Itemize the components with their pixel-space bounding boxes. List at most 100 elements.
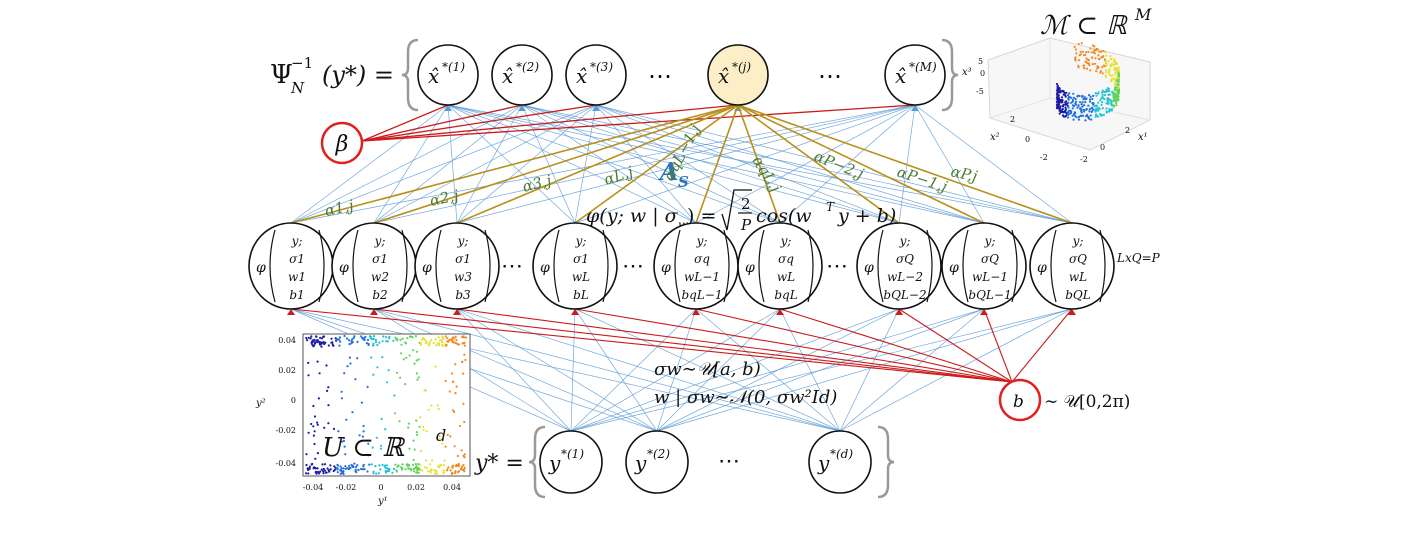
embedding-point bbox=[338, 336, 342, 339]
embedding-point bbox=[356, 464, 359, 467]
embedding-point bbox=[455, 385, 458, 388]
embedding-point bbox=[380, 444, 383, 447]
embedding-point bbox=[422, 428, 425, 432]
embedding-point bbox=[360, 401, 363, 404]
output-node-sup: *(1) bbox=[442, 60, 465, 74]
manifold-point bbox=[1103, 94, 1106, 97]
embedding-point bbox=[370, 356, 373, 359]
embedding-point bbox=[462, 454, 465, 457]
embedding-point bbox=[411, 336, 414, 339]
manifold-plot: ℳ ⊂ ℝ M x³ 5 0 -5 x² 2 0 -2 x¹ 2 0 -2 bbox=[962, 5, 1152, 164]
manifold-label-sup: M bbox=[1134, 5, 1152, 24]
embedding-point bbox=[401, 463, 404, 466]
embedding-point bbox=[441, 344, 444, 347]
embedding-point bbox=[312, 404, 315, 408]
embedding-point bbox=[417, 471, 420, 474]
output-arrowhead bbox=[518, 105, 526, 111]
manifold-point bbox=[1070, 96, 1073, 99]
hidden-arrowhead bbox=[692, 309, 700, 315]
hidden-to-output-line bbox=[447, 104, 1073, 224]
embedding-point bbox=[445, 343, 448, 347]
input-to-hidden-line bbox=[456, 308, 572, 432]
manifold-point bbox=[1066, 116, 1070, 119]
manifold-point bbox=[1059, 110, 1063, 114]
manifold-point bbox=[1067, 101, 1070, 104]
beta-to-output-line bbox=[361, 104, 739, 142]
embedding-point bbox=[408, 447, 411, 450]
embedding-point bbox=[346, 337, 349, 340]
hidden-to-xj-line bbox=[737, 104, 1073, 224]
manifold-point bbox=[1110, 104, 1113, 107]
embedding-point bbox=[454, 335, 457, 338]
b-to-hidden-line bbox=[983, 308, 1013, 383]
svg-text:φ(y; w | σ: φ(y; w | σ bbox=[586, 205, 679, 227]
embedding-point bbox=[322, 470, 325, 473]
manifold-point bbox=[1095, 107, 1098, 110]
embedding-point bbox=[460, 449, 463, 452]
embedding-point bbox=[307, 336, 310, 339]
manifold-point bbox=[1101, 89, 1104, 92]
embedding-point bbox=[351, 411, 354, 414]
embedding-point bbox=[444, 335, 447, 338]
embedding-point bbox=[350, 340, 353, 343]
manifold-point bbox=[1107, 60, 1110, 63]
embedding-point bbox=[313, 430, 316, 433]
embedding-point bbox=[464, 336, 467, 339]
svg-text:2: 2 bbox=[741, 195, 751, 213]
embedding-point bbox=[372, 337, 375, 340]
embedding-point bbox=[427, 470, 430, 473]
embedding-point bbox=[390, 436, 393, 439]
embedding-point bbox=[360, 467, 363, 471]
hidden-ellipsis-1: ⋯ bbox=[501, 254, 523, 279]
embedding-point bbox=[396, 339, 399, 342]
alpha-label: αP,j bbox=[949, 162, 979, 185]
embedding-point bbox=[415, 419, 418, 422]
manifold-point bbox=[1086, 62, 1089, 65]
hidden-to-output-line bbox=[779, 104, 916, 224]
manifold-point bbox=[1107, 90, 1110, 93]
embedding-point bbox=[462, 335, 465, 338]
embedding-point bbox=[442, 464, 445, 467]
hidden-arrowhead bbox=[895, 309, 903, 315]
manifold-point bbox=[1100, 97, 1103, 100]
embedding-point bbox=[453, 337, 456, 340]
embedding-point bbox=[428, 344, 431, 347]
hidden-to-output-line bbox=[456, 104, 597, 224]
manifold-point bbox=[1091, 63, 1094, 66]
manifold-point bbox=[1065, 91, 1068, 94]
embedding-point bbox=[348, 343, 351, 346]
manifold-point bbox=[1097, 115, 1100, 118]
hidden-node-row: y; bbox=[374, 234, 386, 248]
embedding-point bbox=[325, 364, 328, 367]
embedding-point bbox=[458, 424, 462, 428]
output-arrowhead bbox=[444, 105, 452, 111]
embedding-point bbox=[406, 337, 409, 340]
embedding-point bbox=[413, 362, 416, 365]
manifold-point bbox=[1080, 109, 1083, 112]
embedding-point bbox=[353, 462, 356, 465]
embedding-point bbox=[382, 335, 385, 338]
x2-tick: -2 bbox=[1040, 153, 1048, 162]
manifold-point bbox=[1112, 104, 1115, 107]
hidden-to-xj-line bbox=[737, 104, 900, 224]
embedding-point bbox=[395, 451, 398, 454]
manifold-point bbox=[1087, 115, 1090, 118]
embedding-point bbox=[447, 340, 450, 343]
x2-tick: 0 bbox=[1025, 135, 1030, 144]
hidden-node-row: bQL−2 bbox=[883, 288, 926, 302]
embedding-point bbox=[451, 340, 454, 344]
manifold-point bbox=[1060, 98, 1063, 101]
manifold-point bbox=[1072, 92, 1075, 95]
output-node-base: x̂ bbox=[576, 64, 587, 88]
embedding-point bbox=[384, 471, 388, 474]
embedding-point bbox=[376, 366, 379, 369]
embedding-point bbox=[336, 464, 340, 467]
embedding-point bbox=[462, 468, 465, 471]
hidden-to-output-line bbox=[695, 104, 916, 224]
manifold-point bbox=[1075, 116, 1078, 119]
embedding-point bbox=[387, 468, 390, 471]
alpha-label: α1,j bbox=[323, 196, 356, 220]
alpha-label: αP−2,j bbox=[812, 147, 867, 183]
embedding-point bbox=[414, 335, 417, 338]
